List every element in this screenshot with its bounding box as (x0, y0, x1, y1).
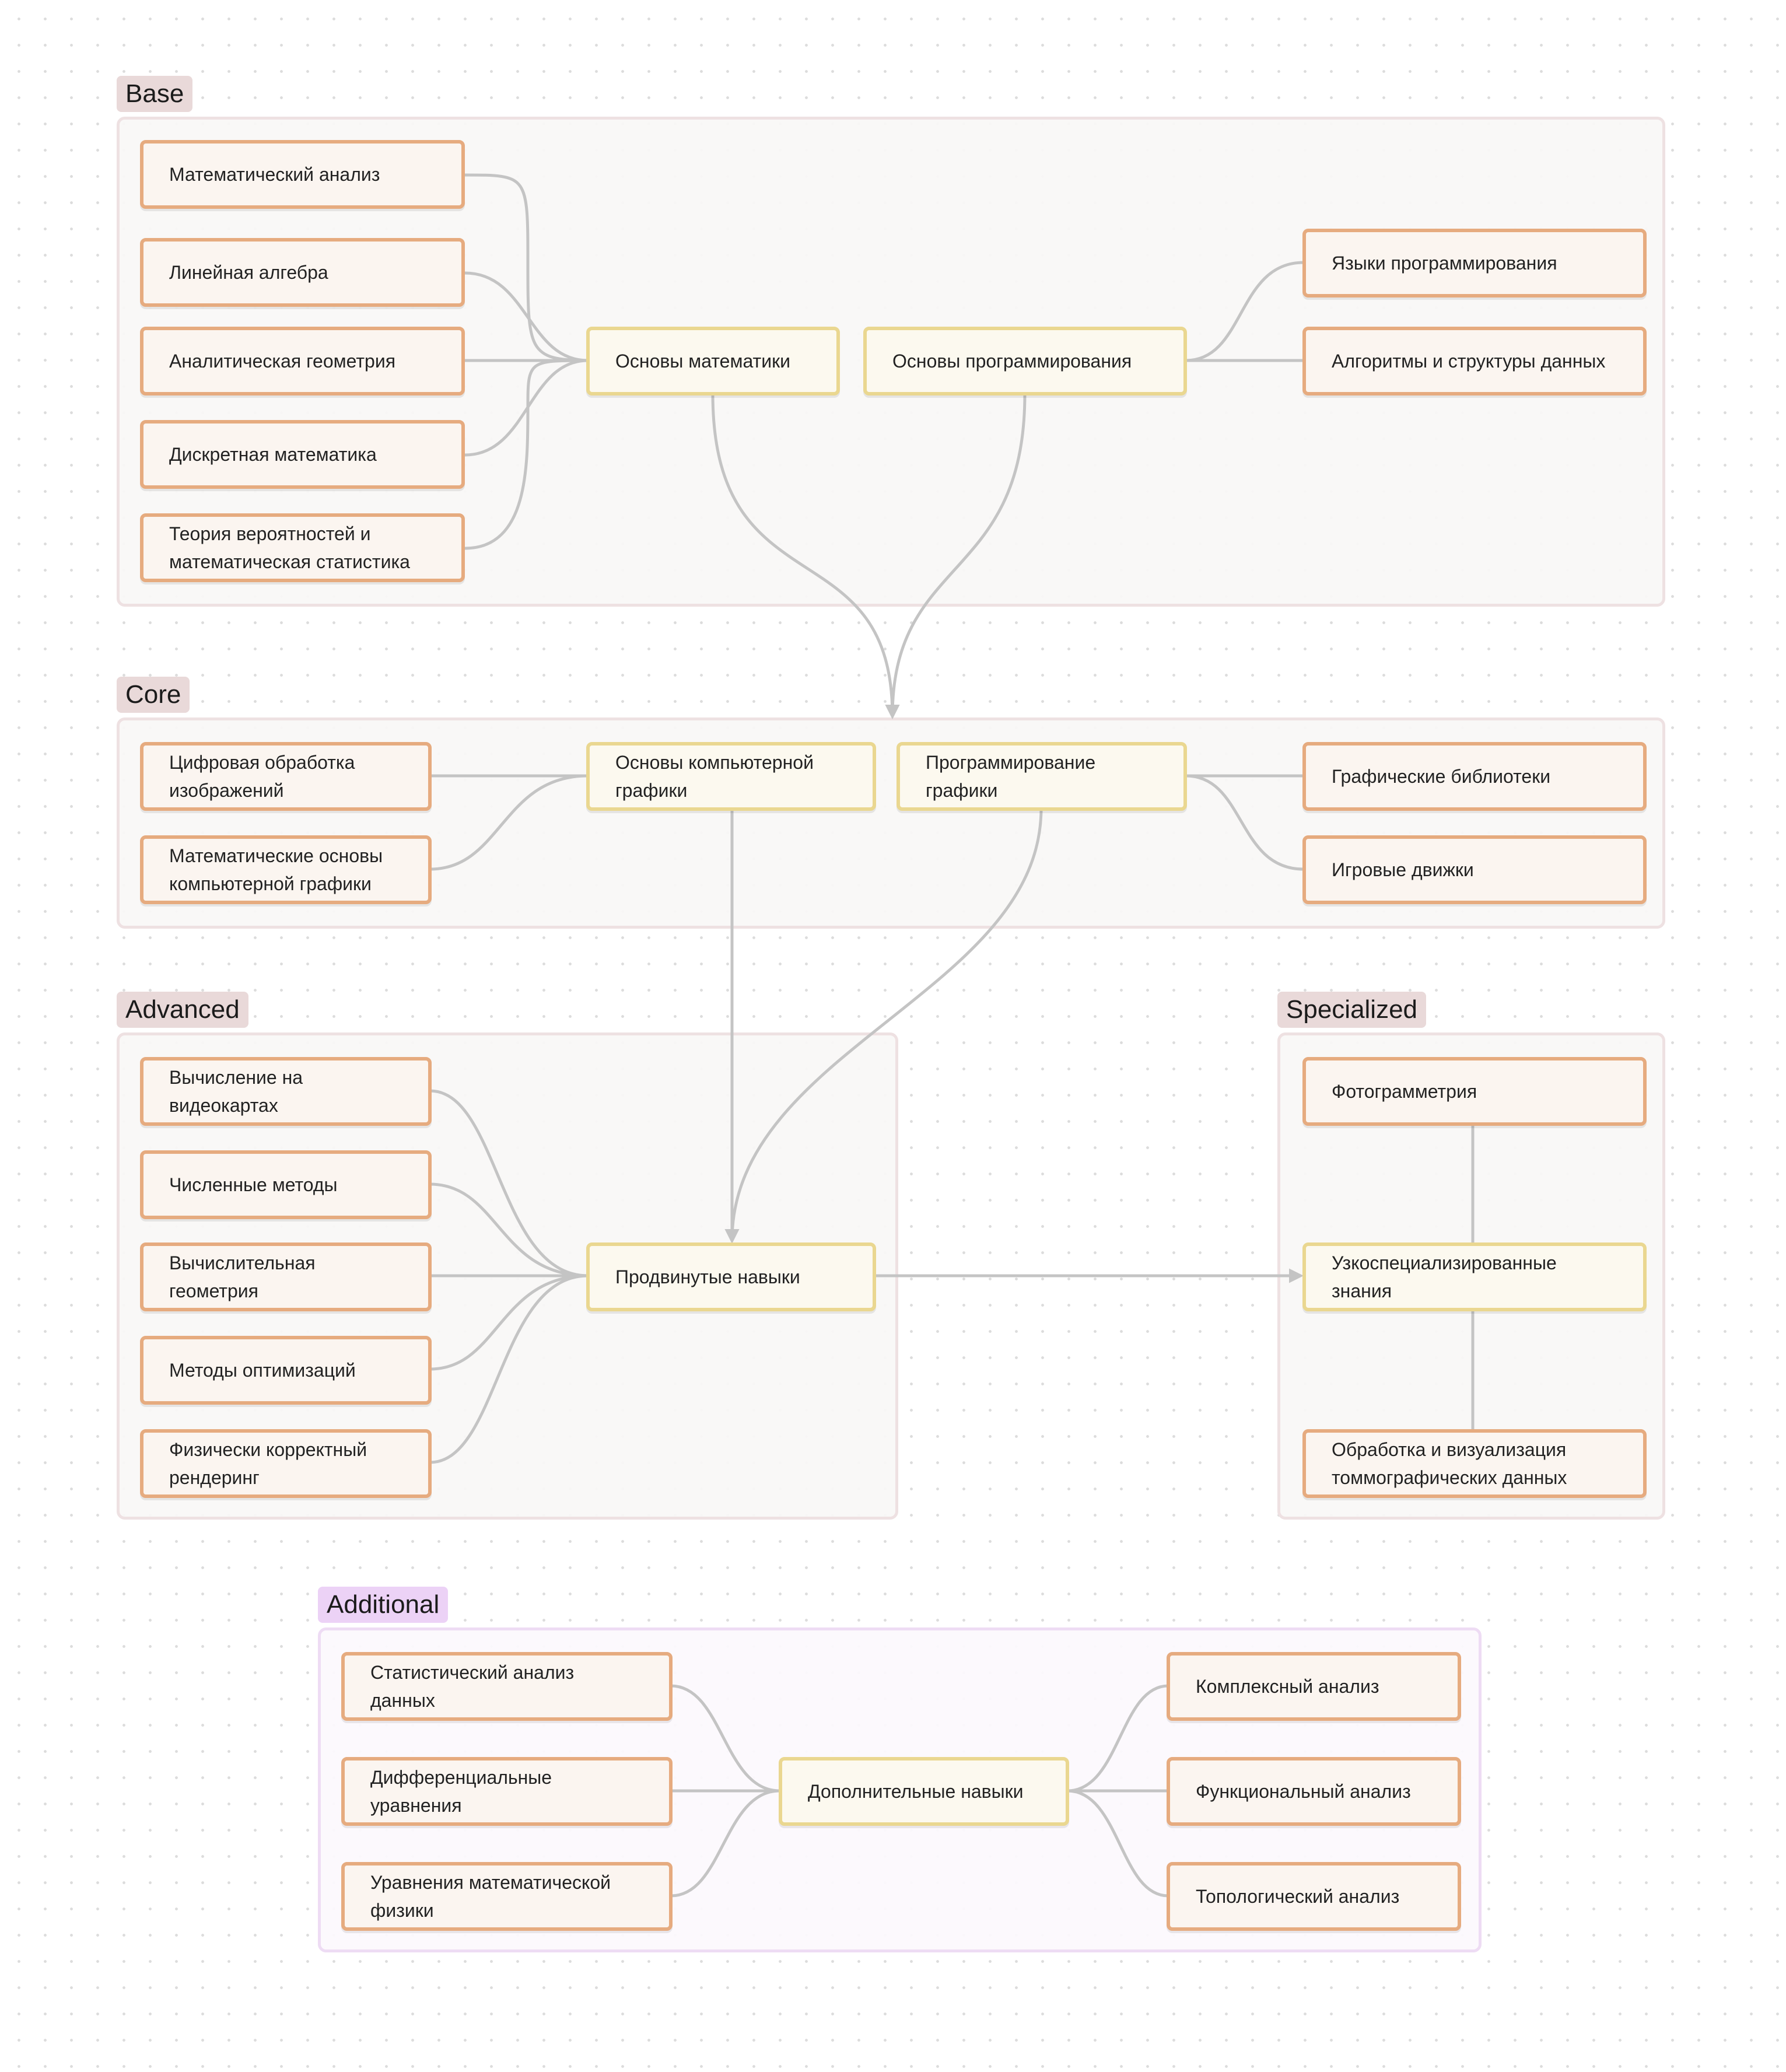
node-gpu-computing[interactable]: Вычисление на видеокартах (140, 1057, 432, 1126)
edge-math-analysis (464, 173, 589, 362)
node-graphics-prog[interactable]: Программирование графики (896, 742, 1187, 811)
node-graphics-libs[interactable]: Графические библиотеки (1302, 742, 1647, 811)
node-diff-equations[interactable]: Дифференциальные уравнения (341, 1757, 673, 1826)
node-digital-image[interactable]: Цифровая обработка изображений (140, 742, 432, 811)
edge-cg-math (429, 774, 589, 871)
node-analytic-geometry[interactable]: Аналитическая геометрия (140, 327, 465, 396)
node-complex-analysis[interactable]: Комплексный анализ (1167, 1652, 1461, 1721)
node-additional-skills[interactable]: Дополнительные навыки (779, 1757, 1069, 1826)
edge-prog-basics-to-core (885, 393, 1027, 719)
edge-math-physics (670, 1789, 780, 1898)
node-algorithms[interactable]: Алгоритмы и структуры данных (1302, 327, 1647, 396)
node-functional-analysis[interactable]: Функциональный анализ (1167, 1757, 1461, 1826)
node-comp-geometry[interactable]: Вычислительная геометрия (140, 1242, 432, 1311)
group-additional-label[interactable]: Additional (318, 1587, 449, 1623)
edge-numerical (429, 1182, 589, 1278)
node-math-physics[interactable]: Уравнения математической физики (341, 1862, 673, 1931)
edge-optimization (429, 1274, 589, 1371)
edge-graphics-prog-to-advanced (724, 808, 1043, 1244)
node-optimization[interactable]: Методы оптимизаций (140, 1336, 432, 1405)
edge-probability (464, 359, 589, 550)
edge-topological-analysis (1067, 1789, 1169, 1898)
edge-gpu (429, 1089, 589, 1278)
node-game-engines[interactable]: Игровые движки (1302, 835, 1647, 904)
node-discrete-math[interactable]: Дискретная математика (140, 420, 465, 489)
node-cg-math[interactable]: Математические основы компьютерной графи… (140, 835, 432, 904)
node-stat-analysis[interactable]: Статистический анализ данных (341, 1652, 673, 1721)
node-cg-basics[interactable]: Основы компьютерной графики (586, 742, 876, 811)
node-specialized-knowledge[interactable]: Узкоспециализированные знания (1302, 1242, 1647, 1311)
node-pbr[interactable]: Физически корректный рендеринг (140, 1429, 432, 1498)
node-prog-languages[interactable]: Языки программирования (1302, 229, 1647, 298)
node-tomography[interactable]: Обработка и визуализация томмографически… (1302, 1429, 1647, 1498)
node-photogrammetry[interactable]: Фотограмметрия (1302, 1057, 1647, 1126)
group-specialized-label[interactable]: Specialized (1277, 992, 1427, 1028)
edge-complex-analysis (1067, 1684, 1169, 1793)
node-topological-analysis[interactable]: Топологический анализ (1167, 1862, 1461, 1931)
edge-prog-languages (1185, 261, 1304, 362)
node-math-analysis[interactable]: Математический анализ (140, 140, 465, 209)
edge-linear-algebra (464, 271, 589, 362)
edge-pbr (429, 1274, 589, 1464)
node-prog-basics[interactable]: Основы программирования (863, 327, 1187, 396)
group-advanced-label[interactable]: Advanced (117, 992, 248, 1028)
node-advanced-skills[interactable]: Продвинутые навыки (586, 1242, 876, 1311)
group-base-label[interactable]: Base (117, 76, 193, 112)
node-linear-algebra[interactable]: Линейная алгебра (140, 238, 465, 307)
node-math-basics[interactable]: Основы математики (586, 327, 840, 396)
edge-game-engines (1185, 774, 1304, 871)
edge-math-basics-to-core (711, 393, 900, 719)
node-numerical-methods[interactable]: Численные методы (140, 1150, 432, 1219)
edge-stat-analysis (670, 1684, 780, 1793)
node-probability[interactable]: Теория вероятностей и математическая ста… (140, 513, 465, 582)
group-core-label[interactable]: Core (117, 677, 190, 713)
